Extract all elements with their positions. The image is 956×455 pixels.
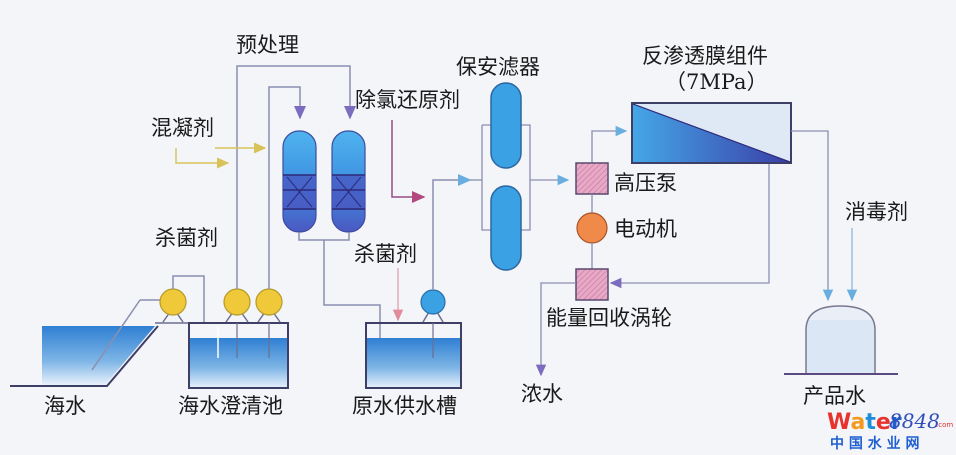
ro-membrane-module: [631, 102, 792, 164]
label-energy-recovery-turbine: 能量回收涡轮: [546, 306, 672, 330]
pretreatment-vessel-2: [331, 130, 366, 233]
watermark-brand-a: a: [850, 410, 865, 435]
label-bactericide-2: 杀菌剂: [354, 242, 417, 266]
electric-motor: [576, 212, 608, 244]
watermark-brand-e: e: [876, 410, 891, 435]
watermark-number: 8848: [889, 409, 940, 433]
intake-pump: [155, 288, 190, 324]
svg-text:Water: Water: [827, 410, 902, 435]
watermark-logo: Water 8848 .com 中 国 水 业 网: [827, 409, 953, 452]
watermark-brand-r: r: [891, 410, 902, 435]
label-coagulant: 混凝剂: [151, 116, 214, 140]
label-seawater: 海水: [44, 394, 86, 418]
clarifier-pump-1: [223, 288, 251, 323]
pretreatment-vessel-1: [282, 130, 317, 233]
label-high-pressure-pump: 高压泵: [614, 171, 677, 195]
label-clarifier: 海水澄清池: [178, 394, 283, 418]
label-product-water: 产品水: [803, 384, 866, 408]
high-pressure-pump: [575, 162, 609, 195]
cartridge-filter-bottom: [490, 185, 522, 271]
label-bactericide-1: 杀菌剂: [155, 226, 218, 250]
label-ro-pressure: （7MPa）: [665, 70, 768, 94]
label-disinfectant: 消毒剂: [845, 200, 908, 224]
energy-recovery-turbine: [575, 268, 609, 301]
label-motor: 电动机: [614, 217, 677, 241]
watermark-brand-t: t: [865, 410, 876, 435]
label-raw-water-tank: 原水供水槽: [352, 394, 457, 418]
seawater-basin: [10, 299, 165, 387]
label-brine: 浓水: [521, 382, 563, 406]
label-pretreatment: 预处理: [236, 33, 299, 57]
raw-water-tank: [365, 322, 462, 389]
watermark-suffix: .com: [936, 421, 953, 429]
label-ro-module: 反渗透膜组件: [642, 44, 768, 68]
label-dechlorination-reductant: 除氯还原剂: [355, 88, 460, 112]
raw-water-pump: [420, 289, 446, 323]
clarifier-pump-2: [255, 288, 283, 323]
clarifier-tank: [188, 322, 289, 389]
cartridge-filter-top: [490, 82, 522, 169]
product-water-tank: [784, 305, 898, 375]
watermark-subtitle: 中 国 水 业 网: [830, 435, 920, 452]
coagulant-feed: [175, 142, 267, 169]
watermark-brand-w: W: [827, 410, 851, 435]
label-cartridge-filter: 保安滤器: [456, 55, 540, 79]
